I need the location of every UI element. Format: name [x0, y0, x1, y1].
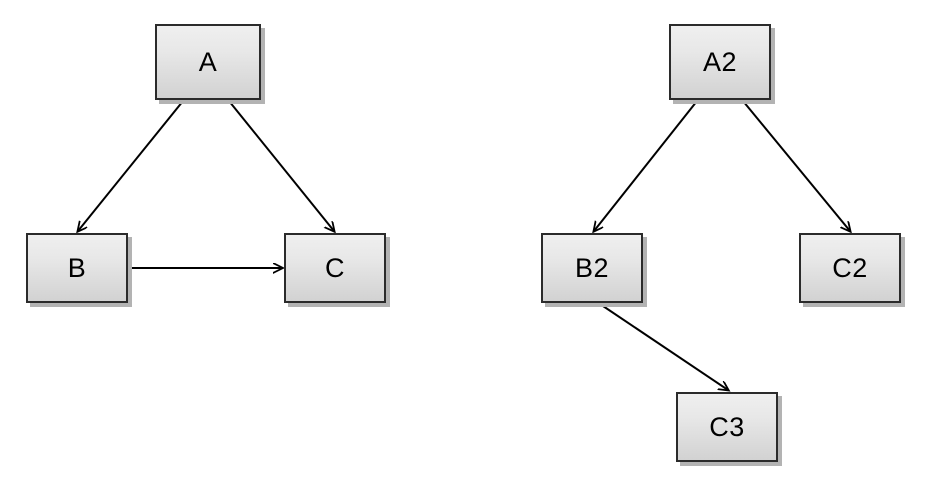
edge-b2-to-c3: [599, 303, 728, 390]
edge-group: [78, 100, 850, 390]
node-c2[interactable]: C2: [799, 233, 901, 303]
node-a2[interactable]: A2: [669, 24, 771, 100]
node-b2[interactable]: B2: [541, 233, 643, 303]
edge-a2-to-c2: [742, 100, 850, 231]
node-label-c3: C3: [709, 411, 745, 442]
edge-a-to-b: [78, 100, 184, 231]
node-label-a: A: [198, 46, 218, 77]
node-b[interactable]: B: [26, 233, 128, 303]
node-c3[interactable]: C3: [676, 392, 778, 462]
node-c[interactable]: C: [284, 233, 386, 303]
edge-a-to-c: [228, 100, 334, 231]
node-label-b: B: [67, 252, 87, 283]
edge-a2-to-b2: [594, 100, 698, 231]
node-label-c2: C2: [832, 252, 868, 283]
node-label-a2: A2: [702, 46, 738, 77]
node-label-c: C: [325, 252, 345, 283]
node-label-b2: B2: [574, 252, 610, 283]
node-a[interactable]: A: [155, 24, 261, 100]
